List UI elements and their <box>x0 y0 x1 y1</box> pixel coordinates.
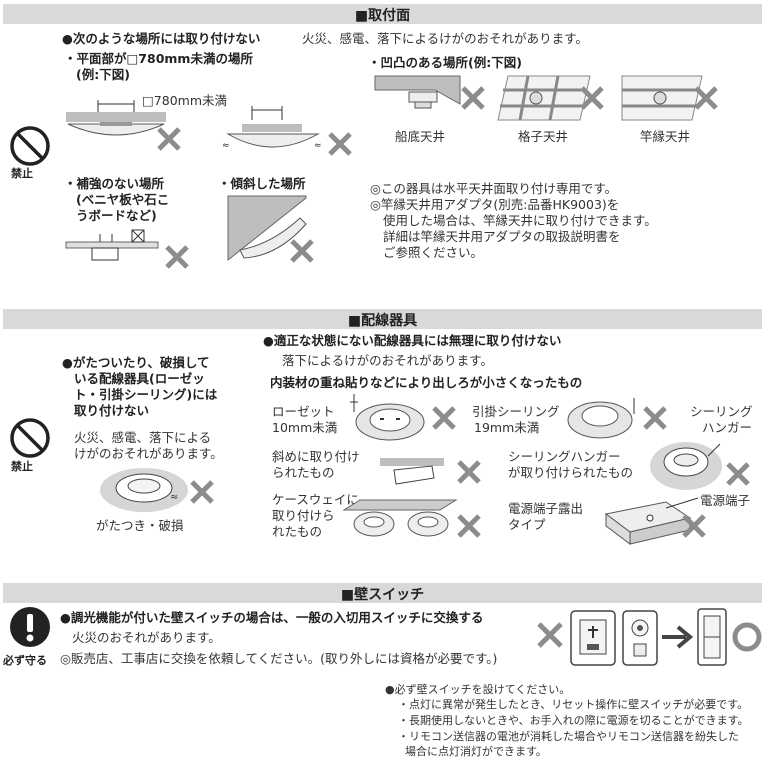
hikkake-ceiling-label: 引掛シーリング <box>472 404 560 419</box>
small-ceiling-illustration-1 <box>66 100 166 136</box>
mounting-warning-reason: 火災、感電、落下によるけがのおそれがあります。 <box>302 31 588 46</box>
ceiling-type-saobuchi: 竿縁天井 <box>640 129 691 144</box>
svg-text:≈: ≈ <box>314 141 322 151</box>
section-header-wall-switch: ■壁スイッチ <box>3 583 762 603</box>
dimmer-switch-reason: 火災のおそれがあります。 <box>72 630 221 645</box>
section-header-wiring-device: ■配線器具 <box>3 309 762 329</box>
ceiling-hanger-illustration <box>650 442 722 490</box>
rosette-illustration <box>350 394 425 441</box>
note-adapter: ◎竿縁天井用アダプタ(別売:品番HK9003)を <box>370 197 620 212</box>
sloped-ceiling-illustration <box>227 195 307 262</box>
small-ceiling-illustration-2: ≈ ≈ <box>222 106 322 151</box>
dimmer-switch-note: ◎販売店、工事店に交換を依頼してください。(取り外しには資格が必要です。) <box>60 651 498 666</box>
case-flat-example: (例:下図) <box>76 67 130 82</box>
note-adapter-4: ご参照ください。 <box>383 245 484 260</box>
damaged-device-illustration: ≈ <box>100 468 188 512</box>
ng-mark <box>682 514 706 538</box>
ng-mark <box>157 127 181 151</box>
ceiling-type-funazoko: 船底天井 <box>395 129 446 144</box>
terminal-exposed-label-2: タイプ <box>508 517 546 532</box>
caseway-label: ケースウェイに <box>272 492 359 507</box>
case-no-reinforcement-detail-2: うボードなど) <box>76 208 157 223</box>
funazoko-ceiling-illustration <box>374 75 461 109</box>
ng-mark <box>726 462 750 486</box>
ng-mark <box>537 622 563 648</box>
loose-device-warning-2: いる配線器具(ローゼッ <box>74 371 205 386</box>
terminal-device-illustration <box>604 497 699 545</box>
prohibit-label: 禁止 <box>11 167 33 180</box>
on-off-switch-illustration <box>697 608 727 666</box>
caseway-label-3: れたもの <box>272 524 323 539</box>
case-no-reinforcement-detail: (ベニヤ板や石こ <box>76 192 170 207</box>
ceiling-type-koushi: 格子天井 <box>518 129 569 144</box>
loose-device-warning-4: 取り付けない <box>74 403 150 418</box>
rosette-label: ローゼット <box>272 404 335 419</box>
case-uneven: ・凹凸のある場所(例:下図) <box>368 55 522 70</box>
improper-device-reason: 落下によるけがのおそれがあります。 <box>282 353 493 368</box>
prohibit-icon <box>10 418 50 458</box>
caseway-illustration <box>342 499 458 537</box>
ceiling-hanger-label: シーリング <box>690 404 753 419</box>
wall-switch-reason-2: ・長期使用しないときや、お手入れの際に電源を切ることができます。 <box>398 714 749 727</box>
wall-switch-reason-3: ・リモコン送信器の電池が消耗した場合やリモコン送信器を紛失した <box>398 730 739 743</box>
saobuchi-ceiling-illustration <box>621 75 703 121</box>
note-horizontal-only: ◎この器具は水平天井面取り付け専用です。 <box>370 181 618 196</box>
prohibit-label: 禁止 <box>11 460 33 473</box>
hikkake-ceiling-illustration <box>567 398 635 439</box>
power-terminal-label: 電源端子 <box>700 493 751 508</box>
ok-mark <box>732 622 762 652</box>
ng-mark <box>580 86 604 110</box>
dimmer-switch-warning: ●調光機能が付いた壁スイッチの場合は、一般の入切用スイッチに交換する <box>60 610 484 625</box>
note-adapter-2: 使用した場合は、竿縁天井に取り付けできます。 <box>383 213 657 228</box>
ceiling-hanger-label-2: ハンガー <box>702 420 753 435</box>
svg-text:≈: ≈ <box>222 141 230 151</box>
ng-mark <box>461 86 485 110</box>
ng-mark <box>165 245 189 269</box>
mandatory-icon <box>10 607 50 647</box>
board-ceiling-illustration <box>65 229 159 261</box>
dimmer-switch-illustration-1 <box>570 610 616 666</box>
dimension-label: □780mm未満 <box>142 93 228 108</box>
rosette-dimension: 10mm未満 <box>272 420 338 435</box>
mounting-warning-title: ●次のような場所には取り付けない <box>62 31 261 46</box>
ng-mark <box>190 480 214 504</box>
hanger-attached-label: シーリングハンガー <box>508 449 621 464</box>
section-header-mounting-surface: ■取付面 <box>3 4 762 24</box>
loose-device-reason: 火災、感電、落下による <box>74 430 212 445</box>
terminal-exposed-label: 電源端子露出 <box>508 501 584 516</box>
ng-mark <box>432 406 456 430</box>
koushi-ceiling-illustration <box>497 75 591 121</box>
tilted-device-illustration <box>380 458 444 485</box>
loose-device-warning: ●がたついたり、破損して <box>62 355 210 370</box>
hikkake-ceiling-dimension: 19mm未満 <box>474 420 540 435</box>
note-adapter-3: 詳細は竿縁天井用アダプタの取扱説明書を <box>383 229 621 244</box>
ng-mark <box>457 514 481 538</box>
prohibit-icon <box>10 126 50 166</box>
ng-mark <box>290 239 314 263</box>
ng-mark <box>328 132 352 156</box>
damaged-caption: がたつき・破損 <box>96 518 184 533</box>
case-sloped: ・傾斜した場所 <box>218 176 306 191</box>
tilted-label-2: られたもの <box>272 465 335 480</box>
dimmer-switch-illustration-2 <box>622 610 658 666</box>
ng-mark <box>694 86 718 110</box>
svg-text:≈: ≈ <box>170 492 178 503</box>
caseway-label-2: 取り付けら <box>272 508 335 523</box>
wall-switch-reason-3-cont: 場合に点灯消灯ができます。 <box>405 745 547 758</box>
improper-device-warning: ●適正な状態にない配線器具には無理に取り付けない <box>263 333 562 348</box>
ng-mark <box>643 406 667 430</box>
loose-device-reason-2: けがのおそれがあります。 <box>74 446 223 461</box>
wall-switch-required: ●必ず壁スイッチを設けてください。 <box>385 683 571 696</box>
mandatory-label: 必ず守る <box>3 654 47 667</box>
loose-device-warning-3: ト・引掛シーリング)には <box>74 387 218 402</box>
tilted-label: 斜めに取り付け <box>272 449 360 464</box>
case-flat-area: ・平面部が□780mm未満の場所 <box>64 51 253 66</box>
case-no-reinforcement: ・補強のない場所 <box>64 176 165 191</box>
reduced-margin-heading: 内装材の重ね貼りなどにより出しろが小さくなったもの <box>270 375 583 390</box>
arrow-icon <box>662 625 694 649</box>
wall-switch-reason-1: ・点灯に異常が発生したとき、リセット操作に壁スイッチが必要です。 <box>398 698 749 711</box>
ng-mark <box>457 460 481 484</box>
hanger-attached-label-2: が取り付けられたもの <box>508 465 634 480</box>
